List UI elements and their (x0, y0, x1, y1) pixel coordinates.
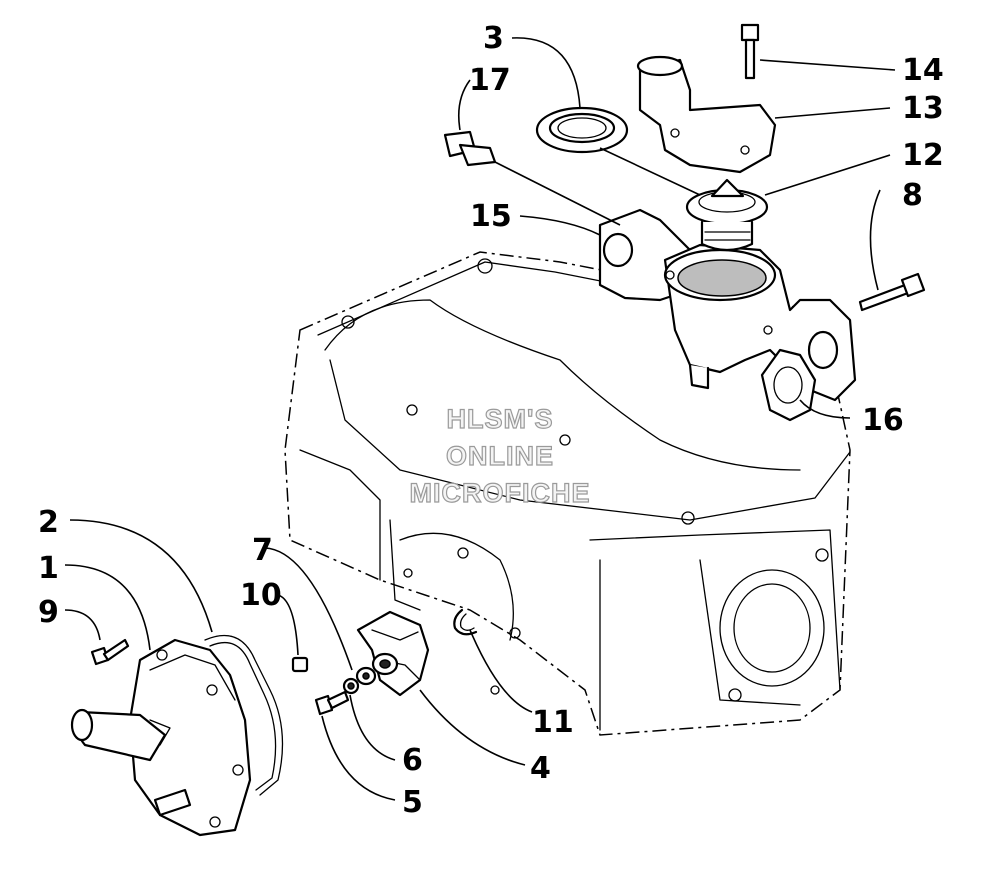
pump-gasket (204, 634, 284, 796)
callout-11: 11 (532, 705, 574, 740)
callout-10: 10 (240, 578, 282, 613)
callout-4: 4 (530, 751, 551, 786)
callout-16: 16 (862, 403, 904, 438)
bolt-9 (90, 638, 130, 666)
callout-15: 15 (470, 199, 512, 234)
impeller-4 (356, 610, 430, 697)
callout-3: 3 (483, 21, 504, 56)
callout-labels: 3 17 14 13 12 8 15 16 2 1 9 7 10 11 6 4 … (38, 21, 944, 820)
thermostat-12 (685, 178, 769, 252)
callout-1: 1 (38, 551, 59, 586)
watermark-line-3: MICROFICHE (410, 478, 591, 508)
callout-8: 8 (902, 178, 923, 213)
engine-block (284, 251, 851, 736)
watermark: HLSM'S ONLINE MICROFICHE (409, 403, 591, 508)
water-pump-housing (70, 638, 252, 837)
watermark-line-2: ONLINE (446, 441, 554, 471)
bolt-5 (314, 690, 350, 716)
callout-6: 6 (402, 743, 423, 778)
callout-12: 12 (902, 138, 944, 173)
washer-6 (342, 677, 360, 695)
bolt-8 (858, 272, 926, 312)
bolt-14 (740, 23, 760, 80)
callout-2: 2 (38, 505, 59, 540)
leader-lines (64, 37, 896, 801)
callout-13: 13 (902, 91, 944, 126)
seal-ring-3 (535, 106, 629, 154)
callout-5: 5 (402, 785, 423, 820)
washer-7 (355, 666, 377, 686)
watermark-line-1: HLSM'S (447, 404, 554, 434)
thermostat-housing (598, 208, 857, 402)
plug-10 (291, 656, 309, 673)
callout-17: 17 (469, 63, 511, 98)
fitting-17 (443, 130, 497, 167)
callout-14: 14 (902, 53, 944, 88)
callout-7: 7 (252, 533, 273, 568)
circlip-11 (453, 608, 478, 636)
outlet-elbow-13 (636, 55, 777, 174)
callout-9: 9 (38, 595, 59, 630)
